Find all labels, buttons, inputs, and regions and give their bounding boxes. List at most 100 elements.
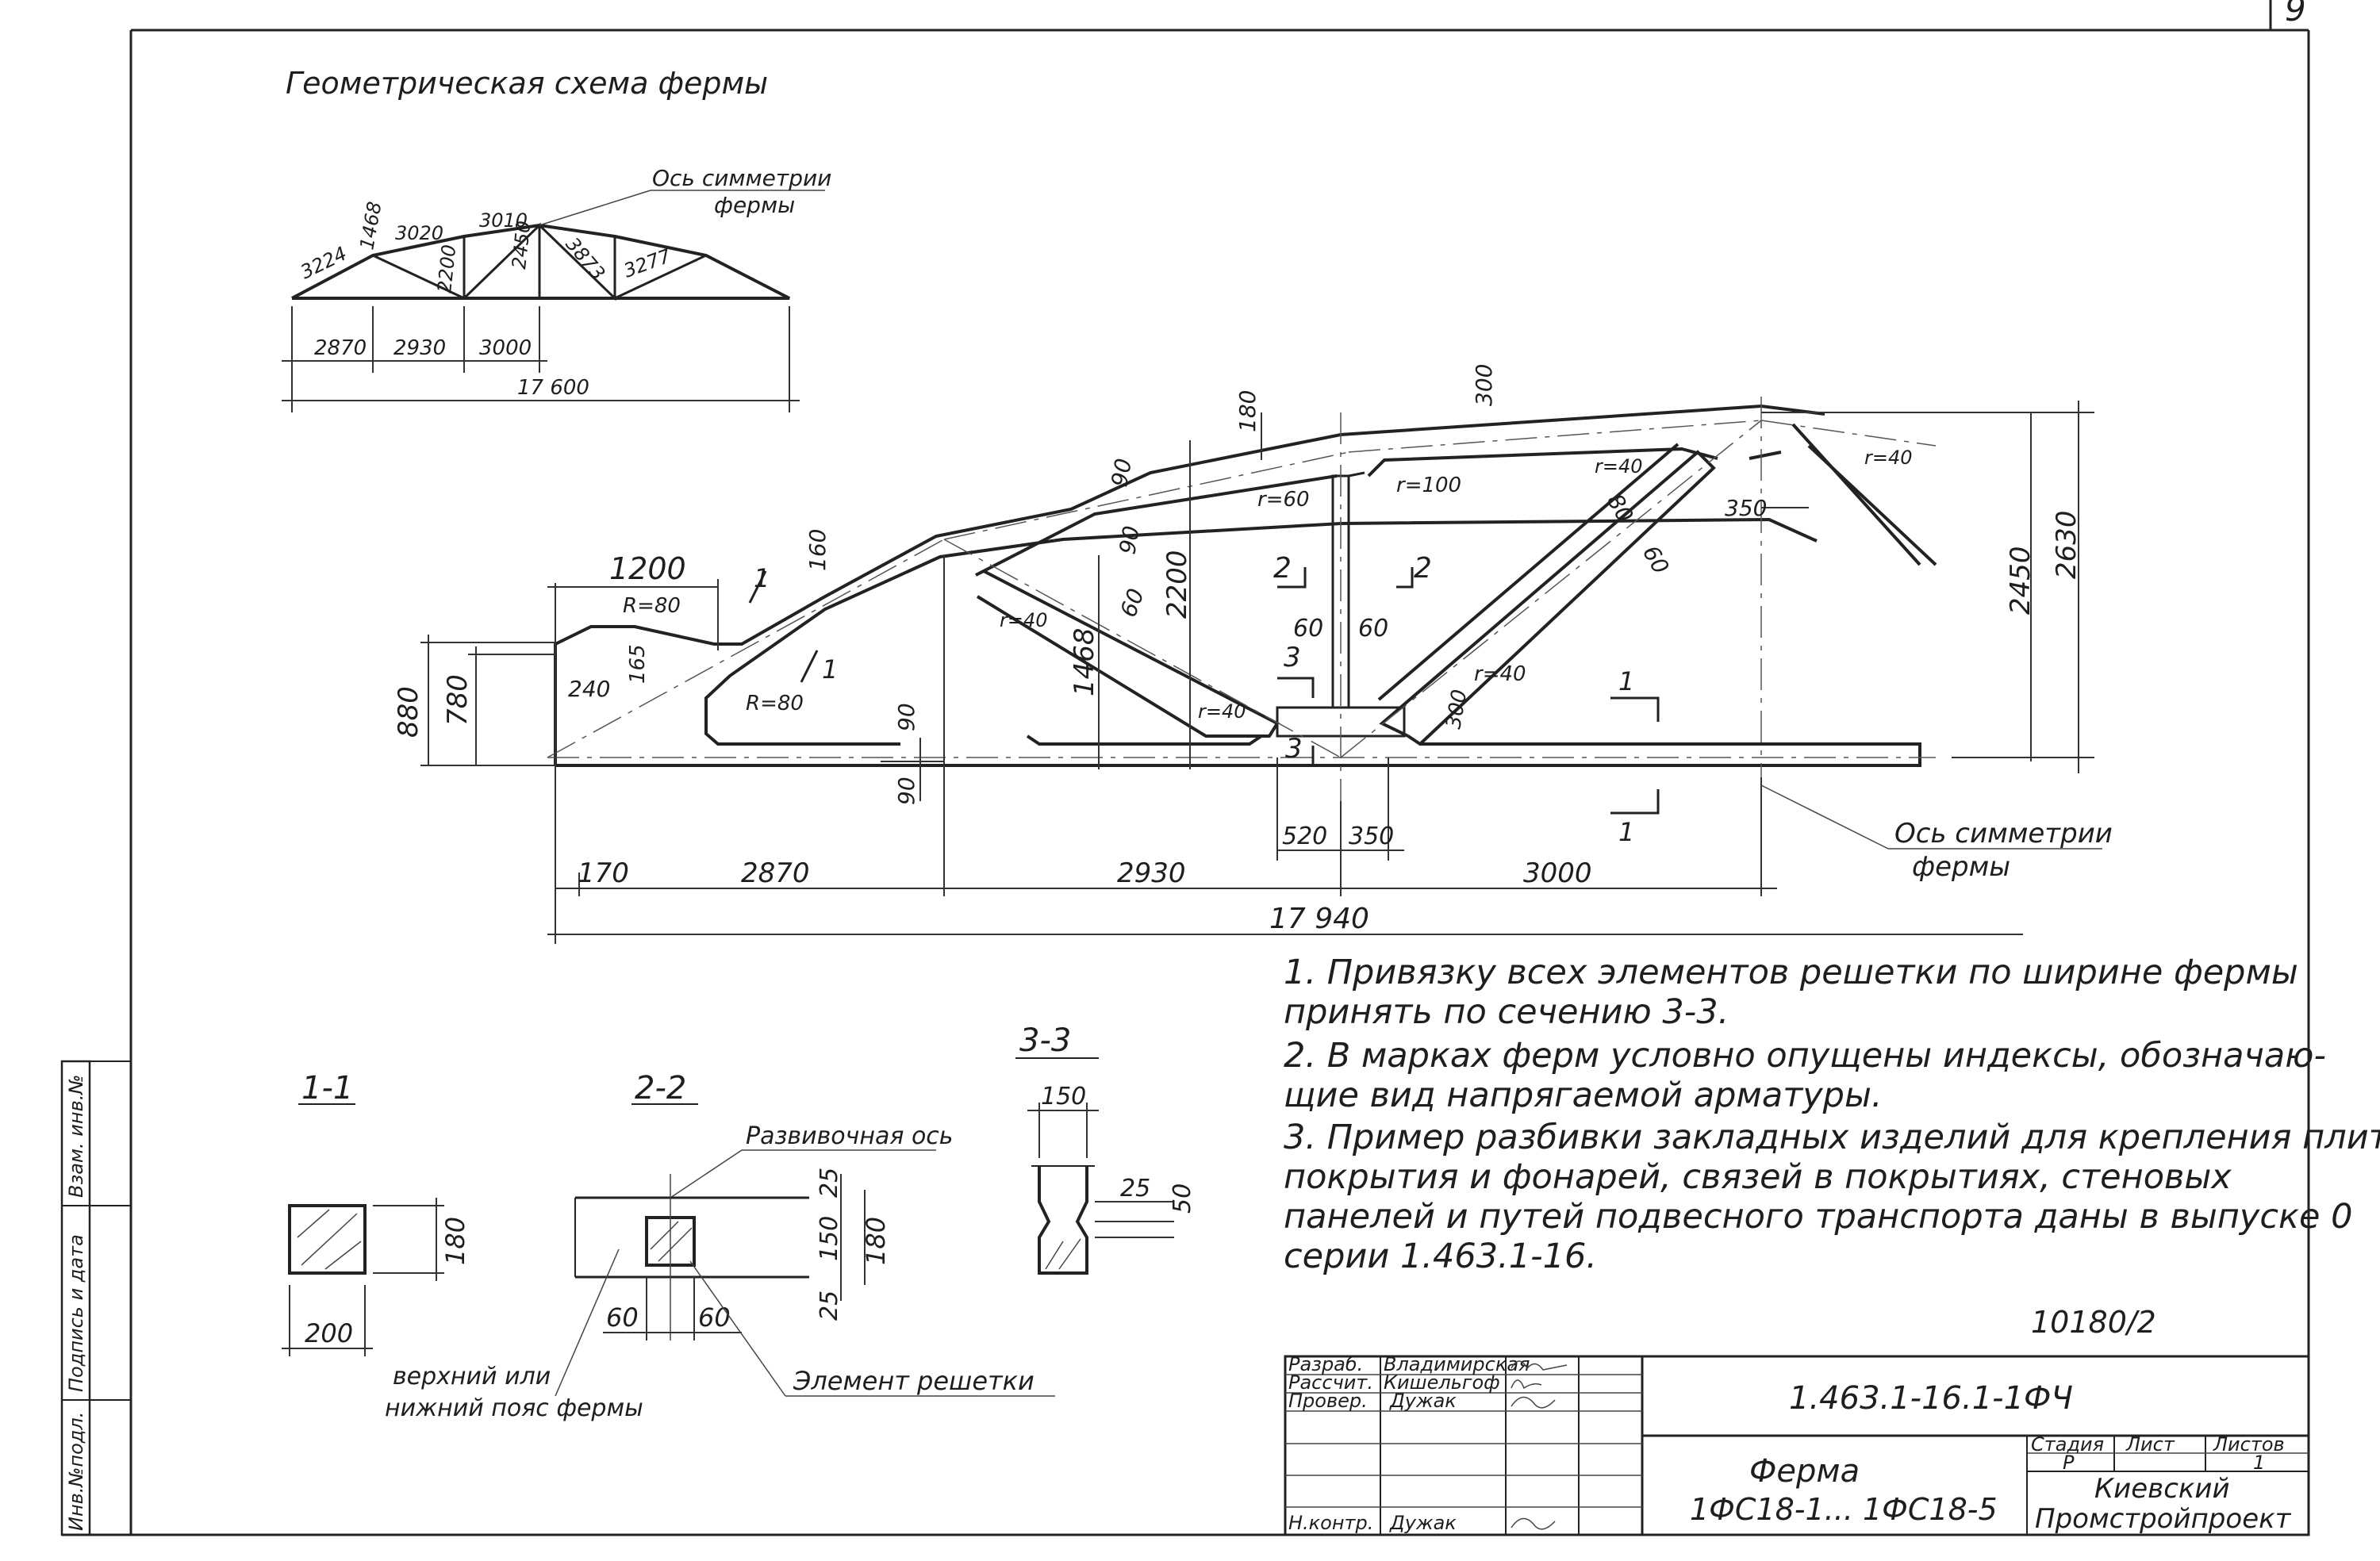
- radius-40-a: r=40: [1000, 609, 1048, 631]
- dim-300-top: 300: [1471, 364, 1497, 406]
- radius-40-b: r=40: [1198, 700, 1246, 723]
- dim-90-left: 90: [893, 703, 919, 731]
- signature-4: [1511, 1517, 1556, 1530]
- dim-1200: 1200: [609, 551, 686, 586]
- chord-label-2: нижний пояс фермы: [385, 1394, 643, 1422]
- page-number: 9: [2285, 0, 2306, 29]
- cut-label-3: 3: [1284, 642, 1301, 673]
- replace-inventory-label: Взам. инв.№: [65, 1075, 87, 1198]
- scheme-member-label: 3224: [297, 242, 350, 283]
- dim-60-diag-left: 60: [1115, 585, 1150, 621]
- dim-90-bottom: 90: [893, 777, 919, 805]
- signature-3: [1511, 1396, 1556, 1409]
- main-truss: 1200 R=80 R=80 240 165 880 780 160 90 90…: [393, 364, 2113, 944]
- bottom-dim-17940: 17 940: [1269, 903, 1369, 935]
- scheme-member-label: 3010: [479, 209, 528, 232]
- section-2-2-title: 2-2: [635, 1070, 686, 1107]
- tb-role: Рассчит.: [1288, 1371, 1373, 1394]
- main-symmetry-axis-label-2: фермы: [1912, 851, 2010, 883]
- dim-2450: 2450: [2005, 546, 2036, 615]
- radius-40-c: r=40: [1474, 662, 1526, 686]
- dim-R80-top: R=80: [623, 594, 681, 618]
- note-line: щие вид напрягаемой арматуры.: [1284, 1076, 1883, 1115]
- note-line: покрытия и фонарей, связей в покрытиях, …: [1284, 1157, 2232, 1197]
- dim-780: 780: [442, 674, 474, 726]
- dim-350-top: 350: [1725, 495, 1767, 521]
- scheme-span-label: 3000: [479, 336, 532, 360]
- dim-R80-bottom: R=80: [746, 692, 804, 715]
- signature-2: [1511, 1379, 1542, 1390]
- section-2-2-dim-150: 150: [816, 1216, 843, 1261]
- scheme-member-label: 1468: [355, 200, 386, 251]
- cut-label-1: 1: [1618, 817, 1634, 847]
- scheme-member-label: 2200: [433, 244, 460, 294]
- bottom-dim-3000: 3000: [1523, 857, 1592, 889]
- section-2-2-dim-180: 180: [861, 1217, 891, 1265]
- main-symmetry-axis-label: Ось симметрии: [1894, 818, 2113, 850]
- cut-label-1: 1: [754, 563, 770, 593]
- section-3-3: 3-3 150 25 50: [1015, 1022, 1196, 1275]
- chord-label: верхний или: [393, 1363, 551, 1390]
- cut-label-2: 2: [1273, 552, 1292, 585]
- section-2-2-dim-60b: 60: [698, 1302, 731, 1333]
- note-line: принять по сечению 3-3.: [1284, 992, 1729, 1032]
- section-1-1-title: 1-1: [301, 1070, 353, 1107]
- organization-line-1: Киевский: [2094, 1473, 2230, 1505]
- tb-role: Провер.: [1288, 1390, 1368, 1412]
- cut-label-3: 3: [1285, 733, 1303, 765]
- section-1-1: 1-1 180 200: [282, 1070, 470, 1356]
- cut-label-1: 1: [1618, 666, 1634, 696]
- scheme-member-label: 3277: [620, 244, 674, 282]
- signature-1: [1511, 1360, 1568, 1371]
- radius-40-e: r=40: [1864, 447, 1913, 469]
- radius-60: r=60: [1257, 488, 1310, 512]
- note-line: 1. Привязку всех элементов решетки по ши…: [1284, 953, 2298, 992]
- document-code: 1.463.1-16.1-1ФЧ: [1789, 1380, 2073, 1417]
- sheets-value: 1: [2253, 1452, 2265, 1474]
- section-1-1-width: 200: [305, 1318, 353, 1348]
- section-3-3-title: 3-3: [1019, 1022, 1071, 1059]
- tb-role: Н.контр.: [1288, 1512, 1373, 1534]
- scheme-span-label: 2870: [314, 336, 367, 360]
- stage-value: Р: [2063, 1452, 2075, 1474]
- tb-name: Дужак: [1389, 1390, 1457, 1412]
- dim-60-diag-right: 60: [1637, 541, 1674, 578]
- scheme-member-label: 3873: [561, 233, 609, 285]
- tb-name: Дужак: [1389, 1512, 1457, 1534]
- dim-2200: 2200: [1161, 550, 1193, 619]
- radius-100: r=100: [1396, 474, 1461, 497]
- section-3-3-dim-25: 25: [1120, 1175, 1150, 1202]
- scheme-symmetry-axis-label: Ось симметрии: [652, 165, 831, 191]
- dim-300-bottom: 300: [1441, 688, 1472, 731]
- dim-90-top: 90: [1106, 456, 1137, 489]
- scheme-member-label: 3020: [395, 222, 443, 244]
- cut-label-1: 1: [822, 654, 838, 685]
- dim-180: 180: [1234, 390, 1261, 432]
- bottom-dim-2870: 2870: [741, 857, 810, 889]
- scheme-total-label: 17 600: [517, 376, 589, 400]
- drawing-name: Ферма: [1749, 1453, 1860, 1490]
- side-stamp: Инв.№подл. Подпись и дата Взам. инв.№: [60, 1060, 131, 1536]
- note-line: 2. В марках ферм условно опущены индексы…: [1284, 1036, 2326, 1076]
- dim-350-bottom: 350: [1349, 823, 1394, 850]
- title-block: Разраб. Рассчит. Провер. Н.контр. Владим…: [1284, 1353, 2310, 1536]
- bottom-dim-170: 170: [578, 857, 629, 889]
- dim-60-right: 60: [1358, 615, 1388, 642]
- section-2-2: 2-2 Развивочная ось 25 150 25 180 60 60 …: [385, 1070, 1055, 1422]
- note-line: серии 1.463.1-16.: [1284, 1237, 1597, 1276]
- lattice-element-label: Элемент решетки: [793, 1366, 1035, 1396]
- note-line: 3. Пример разбивки закладных изделий для…: [1284, 1118, 2380, 1157]
- signature-date-label: Подпись и дата: [65, 1234, 87, 1392]
- section-2-2-dim-60a: 60: [606, 1302, 639, 1333]
- section-3-3-dim-50: 50: [1169, 1183, 1196, 1214]
- dim-60-left: 60: [1293, 615, 1323, 642]
- tb-role: Разраб.: [1288, 1353, 1363, 1375]
- section-3-3-dim-150: 150: [1041, 1083, 1086, 1110]
- scheme-title: Геометрическая схема фермы: [286, 66, 768, 101]
- stage-header: Стадия: [2031, 1433, 2104, 1456]
- tb-name: Владимирская: [1384, 1353, 1530, 1375]
- organization-line-2: Промстройпроект: [2035, 1503, 2292, 1535]
- dim-880: 880: [393, 686, 424, 738]
- scheme-member-label: 2450: [508, 220, 535, 270]
